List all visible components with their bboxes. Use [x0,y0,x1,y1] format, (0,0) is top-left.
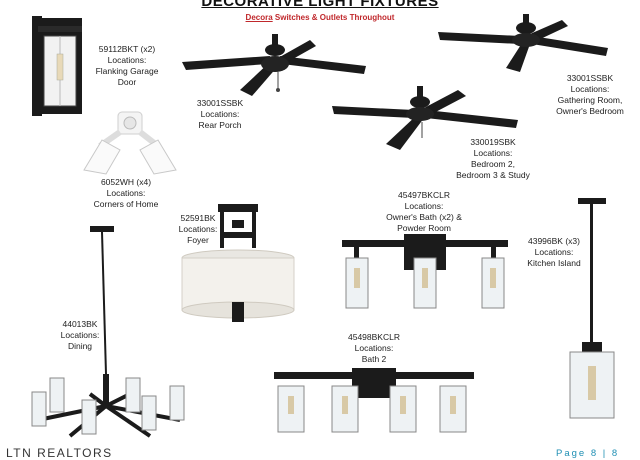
brokerage-logo: LTN REALTORS [6,446,113,460]
fixture-locations-label: Locations: [570,84,610,94]
fixture-caption: 44013BK Locations: Dining [52,319,108,352]
fixture-location: Corners of Home [93,199,159,209]
fixture-locations-label: Locations: [200,109,240,119]
fixture-model: 33001SSBK [196,98,244,108]
fixture-caption: 43996BK (x3) Locations: Kitchen Island [516,236,592,269]
fixture-caption: 330019SBK Locations: Bedroom 2, Bedroom … [446,137,540,181]
fixture-caption: 45498BKCLR Locations: Bath 2 [338,332,410,365]
fixture-caption: 6052WH (x4) Locations: Corners of Home [86,177,166,210]
fixture-locations-label: Locations: [106,188,146,198]
chandelier-image [31,226,185,438]
page-separator: | [602,448,608,459]
fixture-model: 330019SBK [470,137,516,147]
fixture-model: 43996BK (x3) [528,236,580,246]
fixture-model: 6052WH (x4) [100,177,152,187]
fixture-location: Owner's Bath (x2) & [386,212,462,222]
fixture-location: Gathering Room, [557,95,623,105]
fixture-location: Bath 2 [361,354,387,364]
fixture-model: 44013BK [62,319,98,329]
fixture-location: Kitchen Island [527,258,581,268]
subtitle-text: Switches & Outlets Throughout [272,13,395,22]
pendant-light-image [569,198,615,419]
semi-flush-drum-image [181,204,295,322]
subtitle-brand: Decora [245,13,273,22]
page-total: 8 [611,448,620,459]
fixture-location: Rear Porch [198,120,242,130]
fixture-model: 33001SSBK [566,73,614,83]
fixture-caption: 45497BKCLR Locations: Owner's Bath (x2) … [376,190,472,234]
fixture-locations-label: Locations: [473,148,513,158]
page-word: Page [556,448,587,459]
fixture-model: 45497BKCLR [398,190,450,200]
fixture-location: Foyer [187,235,209,245]
fixture-locations-label: Locations: [534,247,574,257]
fixture-location: Dining [67,341,93,351]
ceiling-fan-image [182,34,366,96]
vanity-light-image [342,234,508,309]
fixture-location: Powder Room [397,223,451,233]
fixture-location: Owner's Bedroom [556,106,624,116]
fixture-location: Bedroom 3 & Study [456,170,530,180]
vanity-light-image [274,368,474,433]
ceiling-fan-image [438,14,608,72]
fixture-model: 59112BKT (x2) [98,44,156,54]
page-subtitle: Decora Switches & Outlets Throughout [0,13,640,22]
fixture-model: 52591BK [180,213,216,223]
fixture-locations-label: Locations: [354,343,394,353]
fixture-locations-label: Locations: [404,201,444,211]
fixture-locations-label: Locations: [60,330,100,340]
fixture-caption: 52591BK Locations: Foyer [170,213,226,246]
fixture-location: Door [117,77,137,87]
page-number: 8 [590,448,599,459]
fixture-model: 45498BKCLR [348,332,400,342]
page-indicator: Page 8 | 8 [556,448,619,459]
fixture-caption: 33001SSBK Locations: Gathering Room, Own… [542,73,638,117]
fixture-locations-label: Locations: [178,224,218,234]
fixture-location: Flanking Garage [95,66,159,76]
page-title: DECORATIVE LIGHT FIXTURES [201,0,439,10]
ceiling-fan-image [332,86,518,150]
floodlight-image [83,111,177,175]
fixture-caption: 33001SSBK Locations: Rear Porch [182,98,258,131]
fixture-caption: 59112BKT (x2) Locations: Flanking Garage… [82,44,172,88]
wall-lantern-image [32,16,82,116]
fixture-location: Bedroom 2, [471,159,515,169]
fixture-locations-label: Locations: [107,55,147,65]
